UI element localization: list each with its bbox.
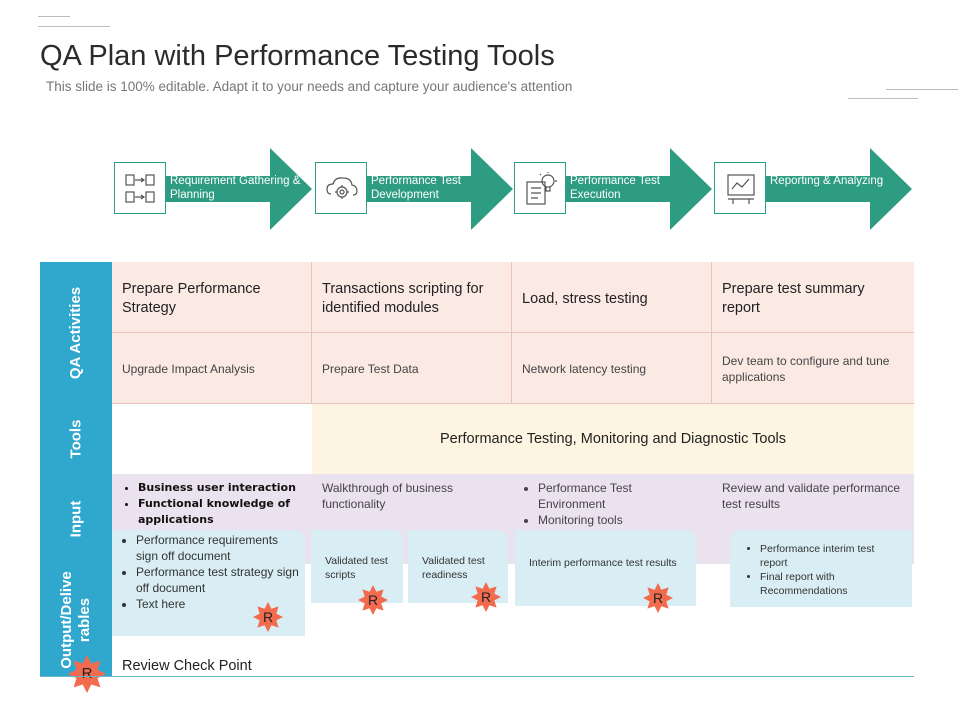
review-badge: R bbox=[253, 602, 283, 632]
process-arrow bbox=[566, 148, 712, 230]
report-chart-icon bbox=[714, 162, 766, 214]
decorative-line bbox=[848, 98, 918, 99]
qa-activity-cell: Network latency testing bbox=[512, 333, 712, 404]
process-step-label: Reporting & Analyzing bbox=[770, 175, 884, 187]
qa-activity-cell: Dev team to configure and tune applicati… bbox=[712, 333, 914, 404]
list-item: Final report with Recommendations bbox=[760, 570, 904, 598]
list-item: Business user interaction bbox=[138, 480, 305, 496]
process-step-2: Performance Test Development bbox=[315, 148, 515, 230]
decorative-line bbox=[38, 16, 70, 17]
deliverable-box: Performance interim test report Final re… bbox=[730, 530, 912, 607]
qa-activity-cell: Prepare Test Data bbox=[312, 333, 512, 404]
qa-activity-cell: Load, stress testing bbox=[512, 262, 712, 333]
qa-activity-cell: Upgrade Impact Analysis bbox=[112, 333, 312, 404]
star-badge-icon bbox=[643, 583, 673, 613]
page-subtitle: This slide is 100% editable. Adapt it to… bbox=[46, 79, 573, 94]
lightbulb-list-icon bbox=[514, 162, 566, 214]
review-checkpoint-label: Review Check Point bbox=[122, 658, 252, 674]
row-label-sidebar: QA Activities Tools Input Output/Delive … bbox=[40, 262, 112, 676]
list-item: Performance interim test report bbox=[760, 542, 904, 570]
star-badge-icon bbox=[68, 655, 106, 693]
process-arrow bbox=[766, 148, 912, 230]
process-step-4: Reporting & Analyzing bbox=[714, 148, 914, 230]
process-step-1: Requirement Gathering & Planning bbox=[114, 148, 314, 230]
tools-band: Performance Testing, Monitoring and Diag… bbox=[312, 404, 914, 474]
legend-badge: R bbox=[68, 655, 106, 693]
input-cell: Review and validate performance test res… bbox=[722, 481, 901, 511]
process-step-3: Performance Test Execution bbox=[514, 148, 714, 230]
star-badge-icon bbox=[471, 582, 501, 612]
review-badge: R bbox=[643, 583, 673, 613]
page-title: QA Plan with Performance Testing Tools bbox=[40, 40, 555, 72]
divider bbox=[112, 403, 914, 404]
list-item: Performance Test Environment bbox=[538, 480, 700, 512]
process-step-label: Performance Test Execution bbox=[570, 175, 660, 201]
decorative-line bbox=[38, 26, 110, 27]
process-step-label: Performance Test Development bbox=[371, 175, 461, 201]
row-label-tools: Tools bbox=[66, 419, 84, 459]
star-badge-icon bbox=[253, 602, 283, 632]
list-item: Performance test strategy sign off docum… bbox=[136, 564, 299, 596]
deliverable-box: Validated test scripts bbox=[311, 530, 403, 603]
divider bbox=[40, 676, 914, 677]
input-cell: Performance Test Environment Monitoring … bbox=[520, 480, 700, 528]
input-cell: Walkthrough of business functionality bbox=[322, 481, 453, 511]
decorative-line bbox=[886, 89, 958, 90]
star-badge-icon bbox=[358, 585, 388, 615]
input-cell: Business user interaction Functional kno… bbox=[120, 480, 305, 528]
qa-activity-cell: Prepare test summary report bbox=[712, 262, 914, 333]
row-label-qa: QA Activities bbox=[67, 286, 84, 380]
deliverable-box: Performance requirements sign off docume… bbox=[112, 530, 305, 636]
deliverable-box: Interim performance test results bbox=[515, 530, 696, 606]
row-label-input: Input bbox=[67, 500, 84, 538]
gear-cloud-icon bbox=[315, 162, 367, 214]
qa-activity-cell: Transactions scripting for identified mo… bbox=[312, 262, 512, 333]
process-step-label: Requirement Gathering & Planning bbox=[170, 175, 301, 201]
review-badge: R bbox=[358, 585, 388, 615]
list-item: Monitoring tools bbox=[538, 512, 700, 528]
process-arrow bbox=[166, 148, 312, 230]
documents-flow-icon bbox=[114, 162, 166, 214]
process-arrow bbox=[367, 148, 513, 230]
qa-activity-cell: Prepare Performance Strategy bbox=[112, 262, 312, 333]
review-badge: R bbox=[471, 582, 501, 612]
list-item: Performance requirements sign off docume… bbox=[136, 532, 299, 564]
list-item: Functional knowledge of applications bbox=[138, 496, 305, 528]
list-item: Text here bbox=[136, 596, 299, 612]
